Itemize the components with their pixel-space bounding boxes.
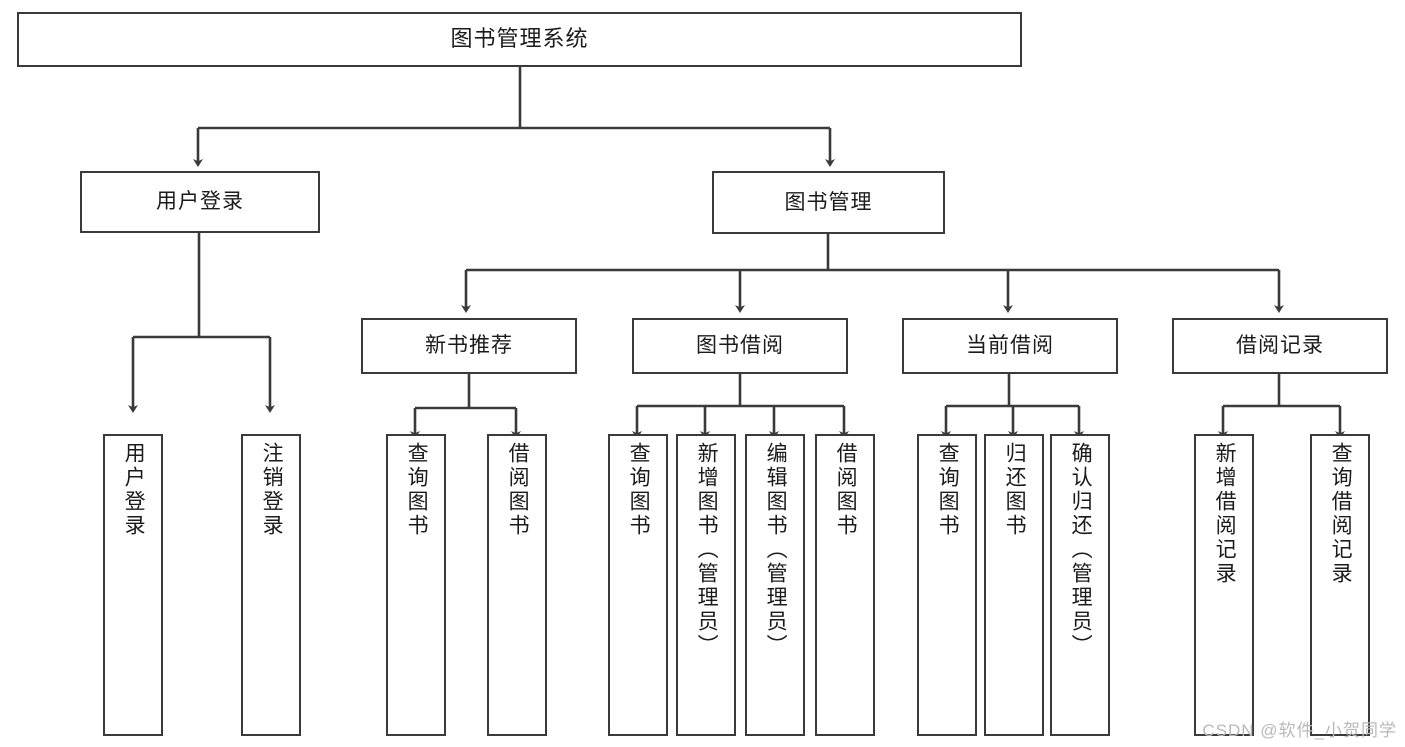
leaf-current-query-book[interactable]: 查询图书	[917, 434, 977, 736]
node-label: 借阅图书	[506, 442, 530, 538]
watermark-text: CSDN @软件_小贺同学	[1202, 721, 1397, 740]
node-label: 图书借阅	[696, 334, 784, 358]
leaf-current-confirm-return-admin[interactable]: 确认归还（管理员）	[1050, 434, 1110, 736]
leaf-borrow-edit-book-admin[interactable]: 编辑图书（管理员）	[745, 434, 805, 736]
node-label: 图书管理系统	[450, 26, 589, 52]
node-new-book-recommend[interactable]: 新书推荐	[361, 318, 577, 374]
leaf-borrow-add-book-admin[interactable]: 新增图书（管理员）	[676, 434, 736, 736]
node-label: 注销登录	[260, 442, 284, 538]
node-label: 新书推荐	[425, 334, 513, 358]
node-label: 用户登录	[156, 190, 244, 214]
node-root-system[interactable]: 图书管理系统	[17, 12, 1022, 67]
node-label: 归还图书	[1003, 442, 1027, 538]
leaf-record-add-record[interactable]: 新增借阅记录	[1194, 434, 1254, 736]
leaf-user-login-signin[interactable]: 用户登录	[103, 434, 163, 736]
node-label: 查询图书	[627, 442, 651, 538]
node-user-login[interactable]: 用户登录	[80, 171, 320, 233]
node-borrow-record[interactable]: 借阅记录	[1172, 318, 1388, 374]
leaf-current-return-book[interactable]: 归还图书	[984, 434, 1044, 736]
node-label: 用户登录	[122, 442, 146, 538]
node-label: 图书管理	[784, 190, 873, 214]
node-book-borrow[interactable]: 图书借阅	[632, 318, 848, 374]
leaf-record-query-record[interactable]: 查询借阅记录	[1310, 434, 1370, 736]
node-label: 借阅图书	[834, 442, 858, 538]
leaf-borrow-query-book[interactable]: 查询图书	[608, 434, 668, 736]
node-label: 当前借阅	[966, 334, 1054, 358]
node-current-borrow[interactable]: 当前借阅	[902, 318, 1118, 374]
node-label: 借阅记录	[1236, 334, 1324, 358]
leaf-user-login-signout[interactable]: 注销登录	[241, 434, 301, 736]
leaf-borrow-borrow-book[interactable]: 借阅图书	[815, 434, 875, 736]
node-book-management[interactable]: 图书管理	[712, 171, 945, 234]
node-label: 查询借阅记录	[1329, 442, 1353, 586]
node-label: 新增借阅记录	[1213, 442, 1237, 586]
node-label: 确认归还（管理员）	[1069, 442, 1093, 658]
node-label: 新增图书（管理员）	[695, 442, 719, 658]
leaf-recommend-borrow-book[interactable]: 借阅图书	[487, 434, 547, 736]
leaf-recommend-query-book[interactable]: 查询图书	[386, 434, 446, 736]
node-label: 查询图书	[405, 442, 429, 538]
node-label: 编辑图书（管理员）	[764, 442, 788, 658]
node-label: 查询图书	[936, 442, 960, 538]
